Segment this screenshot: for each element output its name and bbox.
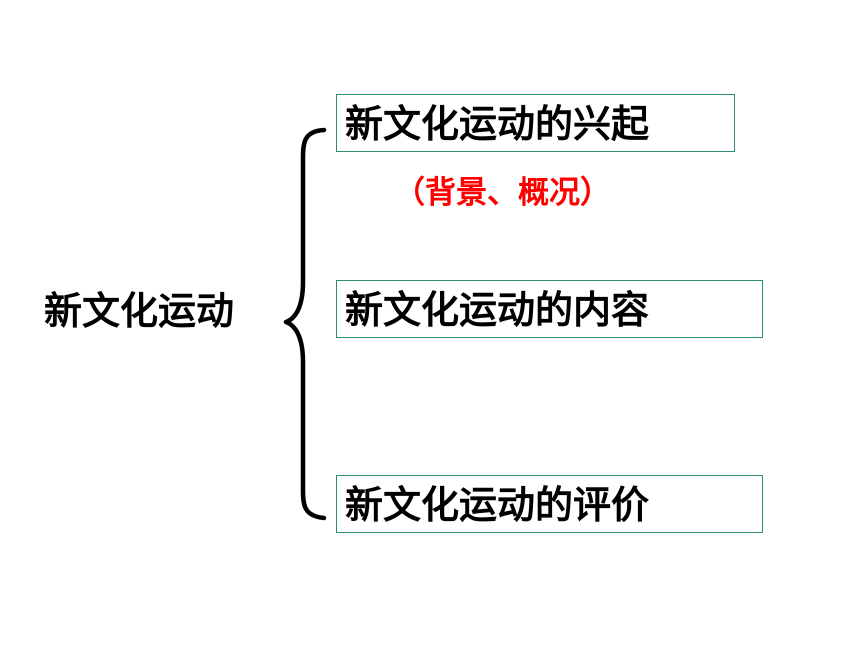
branch-box-content: 新文化运动的内容 <box>336 280 763 338</box>
branch-label-content: 新文化运动的内容 <box>345 288 650 332</box>
branch-note: （背景、概况） <box>394 175 611 211</box>
root-topic-label: 新文化运动 <box>44 289 235 333</box>
branch-label-evaluation: 新文化运动的评价 <box>345 483 650 527</box>
branch-box-evaluation: 新文化运动的评价 <box>336 475 763 533</box>
branch-box-rise: 新文化运动的兴起 <box>336 94 735 152</box>
branch-label-rise: 新文化运动的兴起 <box>345 102 650 146</box>
